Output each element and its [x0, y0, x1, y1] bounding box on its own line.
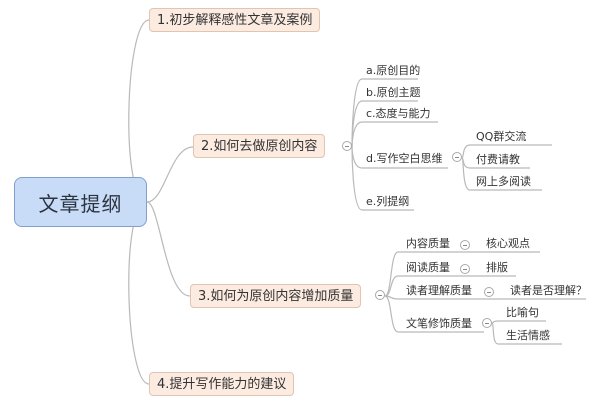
connector-b3-3 [384, 295, 484, 300]
topic-e[interactable]: e.列提纲 [366, 195, 409, 209]
branch-4-label: 4.提升写作能力的建议 [157, 377, 287, 392]
topic-reader-quality[interactable]: 读者理解质量 [406, 284, 472, 298]
collapse-toggle-branch-2[interactable] [342, 141, 352, 151]
topic-life-emotion[interactable]: 生活情感 [506, 329, 550, 343]
connector-metaphor [491, 320, 546, 324]
topic-reader-quality-label: 读者理解质量 [406, 284, 472, 297]
branch-2-node[interactable]: 2.如何去做原创内容 [193, 134, 326, 158]
topic-d-read[interactable]: 网上多阅读 [476, 175, 531, 189]
topic-layout-label: 排版 [486, 261, 508, 274]
topic-e-label: e.列提纲 [366, 195, 410, 208]
topic-reader-understand-label: 读者是否理解？ [510, 284, 587, 297]
topic-reader-understand[interactable]: 读者是否理解？ [510, 284, 587, 298]
connector-d-3 [461, 157, 542, 191]
root-node[interactable]: 文章提纲 [14, 177, 147, 227]
connector-life-emotion [491, 322, 562, 345]
topic-d-qq[interactable]: QQ群交流 [476, 130, 526, 144]
topic-core-view-label: 核心观点 [486, 237, 530, 250]
branch-2-label: 2.如何去做原创内容 [201, 139, 318, 154]
connector-b2-c [351, 121, 438, 148]
topic-reading-quality[interactable]: 阅读质量 [406, 261, 450, 275]
topic-b[interactable]: b.原创主题 [366, 86, 420, 100]
topic-core-view[interactable]: 核心观点 [486, 237, 530, 251]
branch-4-node[interactable]: 4.提升写作能力的建议 [149, 372, 295, 396]
collapse-toggle-d[interactable] [452, 152, 462, 162]
collapse-toggle-content-quality[interactable] [460, 240, 470, 250]
topic-reading-quality-label: 阅读质量 [406, 261, 450, 274]
branch-3-node[interactable]: 3.如何为原创内容增加质量 [190, 284, 362, 308]
topic-content-quality-label: 内容质量 [406, 237, 450, 250]
topic-c-label: c.态度与能力 [366, 107, 431, 120]
topic-metaphor[interactable]: 比喻句 [506, 306, 539, 320]
connector-b3-4 [384, 295, 484, 333]
topic-d-qq-label: QQ群交流 [476, 130, 527, 143]
topic-writing-quality[interactable]: 文笔修饰质量 [406, 317, 472, 331]
topic-c[interactable]: c.态度与能力 [366, 107, 431, 121]
connector-b3-2 [384, 275, 476, 297]
collapse-toggle-reading-quality[interactable] [460, 264, 470, 274]
topic-d[interactable]: d.写作空白思维 [366, 152, 442, 166]
connector-root-branch-3 [146, 201, 191, 297]
connector-root-branch-2 [146, 146, 194, 203]
topic-content-quality[interactable]: 内容质量 [406, 237, 450, 251]
collapse-toggle-writing-quality[interactable] [482, 318, 492, 328]
topic-d-paid-label: 付费请教 [476, 153, 520, 166]
topic-b-label: b.原创主题 [366, 86, 421, 99]
connector-b3-1 [384, 251, 476, 297]
topic-a-label: a.原创目的 [366, 64, 421, 77]
branch-3-label: 3.如何为原创内容增加质量 [198, 289, 354, 304]
connector-b2-e [351, 146, 414, 211]
topic-life-emotion-label: 生活情感 [506, 329, 550, 342]
topic-metaphor-label: 比喻句 [506, 306, 539, 319]
connector-root-branch-1 [128, 19, 150, 203]
topic-d-label: d.写作空白思维 [366, 152, 443, 165]
collapse-toggle-branch-3[interactable] [375, 290, 385, 300]
topic-writing-quality-label: 文笔修饰质量 [406, 317, 472, 330]
root-label: 文章提纲 [38, 191, 123, 216]
branch-1-node[interactable]: 1.初步解释感性文章及案例 [149, 8, 321, 32]
connector-d-1 [461, 144, 552, 159]
branch-1-label: 1.初步解释感性文章及案例 [157, 13, 313, 28]
topic-layout[interactable]: 排版 [486, 261, 508, 275]
connector-root-branch-4 [128, 201, 150, 385]
topic-d-read-label: 网上多阅读 [476, 175, 531, 188]
topic-a[interactable]: a.原创目的 [366, 64, 420, 78]
topic-d-paid[interactable]: 付费请教 [476, 153, 520, 167]
collapse-toggle-reader-quality[interactable] [484, 287, 494, 297]
